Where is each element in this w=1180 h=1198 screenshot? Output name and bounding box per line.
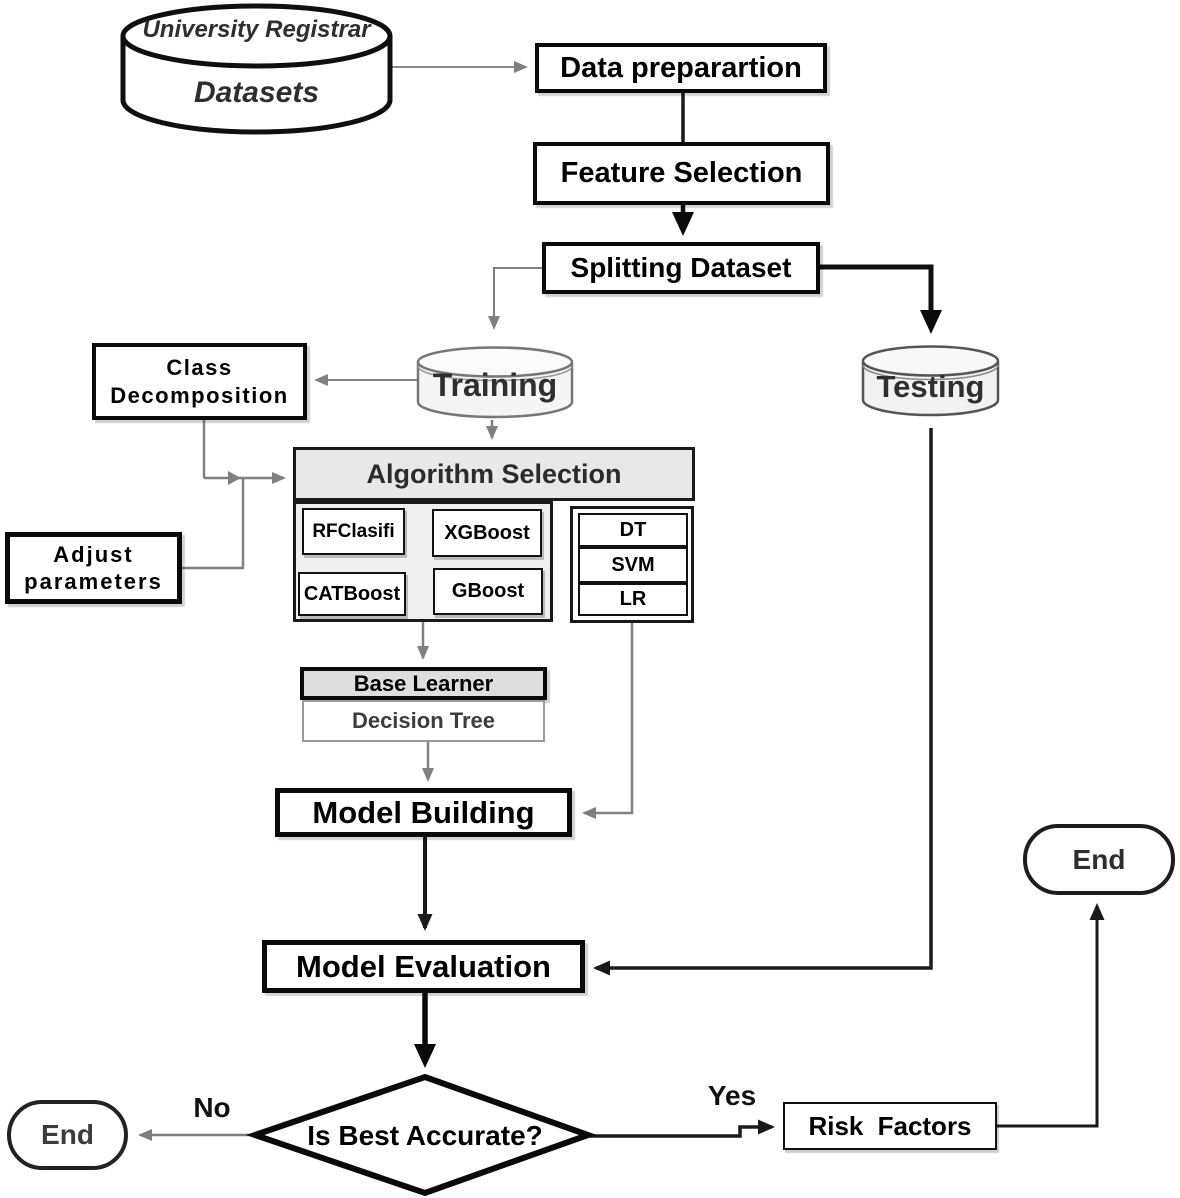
edge-testing-to-modeleval — [593, 428, 933, 976]
risk-factors-box: Risk Factors — [783, 1102, 997, 1150]
junction-arrowhead — [228, 471, 241, 485]
training-cylinder-label: Training — [432, 367, 558, 403]
algorithm-rfclasifi-box: RFClasifi — [302, 508, 405, 555]
feature-selection-box: Feature Selection — [533, 142, 830, 205]
base-learner-header: Base Learner — [300, 667, 547, 700]
end-terminator-left: End — [7, 1100, 128, 1170]
datasets-cylinder — [120, 3, 393, 135]
edge-decision-yes-to-risk — [588, 1119, 775, 1138]
datasets-cylinder-title: University Registrar — [142, 16, 371, 43]
edge-adjust-to-junction — [182, 479, 245, 570]
algorithm-xgboost-box: XGBoost — [432, 509, 542, 557]
class-decomposition-box: Class Decomposition — [92, 343, 307, 420]
testing-cylinder-label: Testing — [876, 369, 985, 404]
model-building-box: Model Building — [275, 788, 572, 837]
edge-risk-to-end — [997, 903, 1105, 1128]
decision-diamond-label: Is Best Accurate? — [307, 1120, 543, 1151]
algorithm-catboost-box: CATBoost — [298, 572, 406, 616]
splitting-dataset-box: Splitting Dataset — [542, 242, 820, 294]
algorithm-gboost-box: GBoost — [433, 568, 543, 615]
decision-diamond — [245, 1073, 597, 1197]
algorithm-dt-box: DT — [578, 513, 688, 547]
edge-classic-to-modelbuild — [582, 623, 634, 819]
algorithm-svm-box: SVM — [578, 547, 688, 583]
model-evaluation-box: Model Evaluation — [262, 940, 585, 993]
testing-cylinder — [861, 345, 1000, 417]
datasets-cylinder-label: Datasets — [193, 76, 320, 109]
algorithm-lr-box: LR — [578, 583, 688, 616]
edge-split-to-testing — [818, 264, 942, 334]
data-preparation-box: Data preparartion — [535, 43, 827, 93]
edge-label-yes: Yes — [707, 1080, 757, 1111]
edge-label-no: No — [193, 1092, 231, 1123]
end-terminator-right: End — [1023, 824, 1175, 895]
algorithm-selection-header: Algorithm Selection — [293, 447, 695, 501]
training-cylinder — [416, 346, 574, 419]
decision-tree-box: Decision Tree — [302, 700, 545, 742]
edge-split-to-training — [488, 267, 543, 330]
adjust-parameters-box: Adjust parameters — [5, 532, 182, 604]
